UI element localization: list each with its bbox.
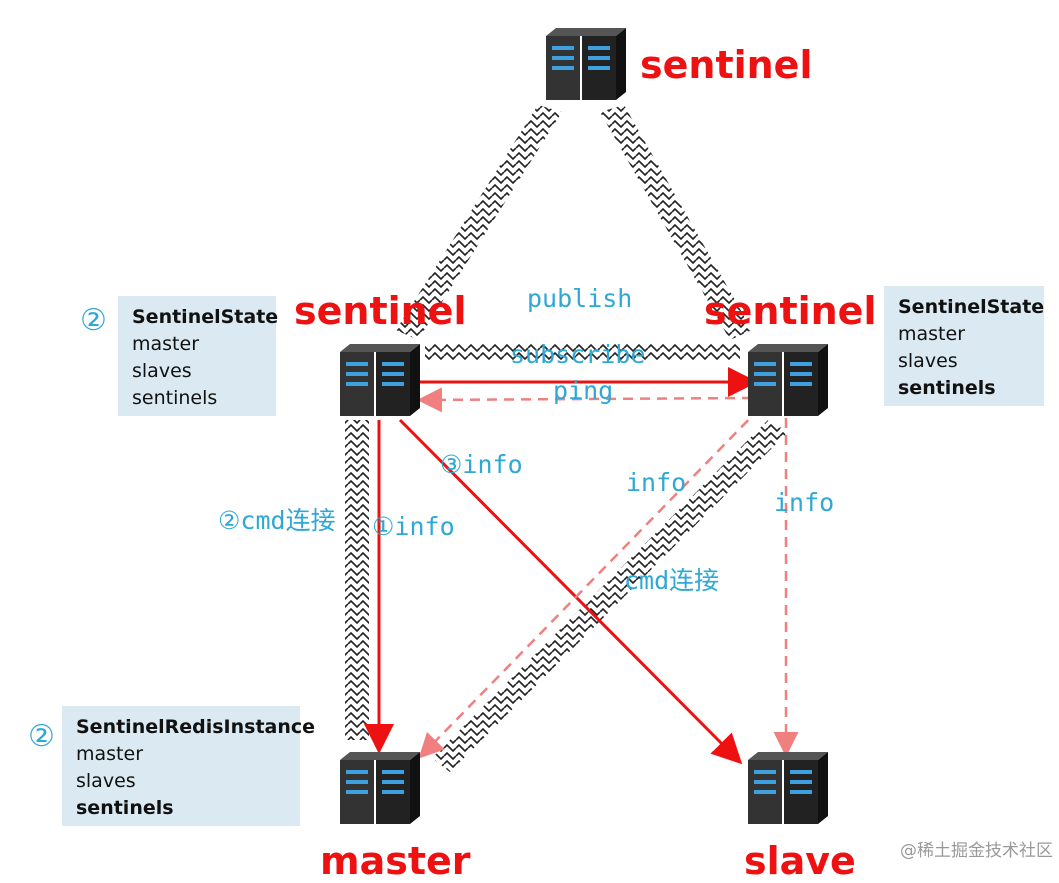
bottom-instance-box: SentinelRedisInstance master slaves sent… (62, 706, 316, 826)
right-box-line: master (898, 323, 966, 345)
slave-label: slave (744, 839, 856, 883)
bottom-box-title: SentinelRedisInstance (76, 716, 316, 738)
label-cmd-2: ②cmd连接 (218, 506, 336, 535)
arrows (364, 367, 799, 765)
server-icon-top (546, 28, 626, 100)
left-box-line: slaves (132, 360, 192, 382)
link-top-right (600, 105, 752, 340)
label-info-1: ①info (372, 512, 455, 541)
label-publish: publish (527, 284, 633, 313)
left-sentinel-label: sentinel (294, 289, 467, 333)
label-info-cross: info (626, 468, 687, 497)
arrow-left-slave (398, 418, 743, 765)
bottom-box-line: master (76, 743, 144, 765)
left-box-line: master (132, 333, 200, 355)
left-state-box: SentinelState master slaves sentinels (118, 296, 279, 416)
left-box-line: sentinels (132, 387, 218, 409)
link-top-left (396, 105, 562, 340)
arrow-right-master (418, 407, 761, 759)
bottom-box-line: slaves (76, 770, 136, 792)
right-box-title: SentinelState (898, 296, 1045, 318)
bottom-box-bold-line: sentinels (76, 797, 174, 819)
label-ping: ping (553, 376, 614, 405)
label-cmd-cross: cmd连接 (624, 566, 720, 595)
link-right-master (432, 420, 788, 772)
server-icon-right (748, 344, 828, 416)
label-info-right: info (774, 488, 835, 517)
bottom-box-marker: ② (28, 719, 55, 754)
master-label: master (320, 839, 471, 883)
server-icon-master (340, 752, 420, 824)
left-box-title: SentinelState (132, 306, 279, 328)
server-icon-left (340, 344, 420, 416)
link-left-right (425, 344, 740, 360)
arrow-ping-dashed (417, 387, 753, 413)
left-box-marker: ② (80, 303, 107, 338)
top-sentinel-label: sentinel (640, 43, 813, 87)
server-icon-slave (748, 752, 828, 824)
wavy-links (345, 105, 788, 772)
watermark-text: @稀土掘金技术社区 (900, 841, 1053, 861)
label-subscribe: subscribe (510, 340, 646, 369)
right-sentinel-label: sentinel (704, 289, 877, 333)
link-left-master (345, 420, 369, 740)
right-box-bold-line: sentinels (898, 377, 996, 399)
right-box-line: slaves (898, 350, 958, 372)
right-state-box: SentinelState master slaves sentinels (884, 286, 1044, 406)
label-info-3: ③info (440, 450, 523, 479)
